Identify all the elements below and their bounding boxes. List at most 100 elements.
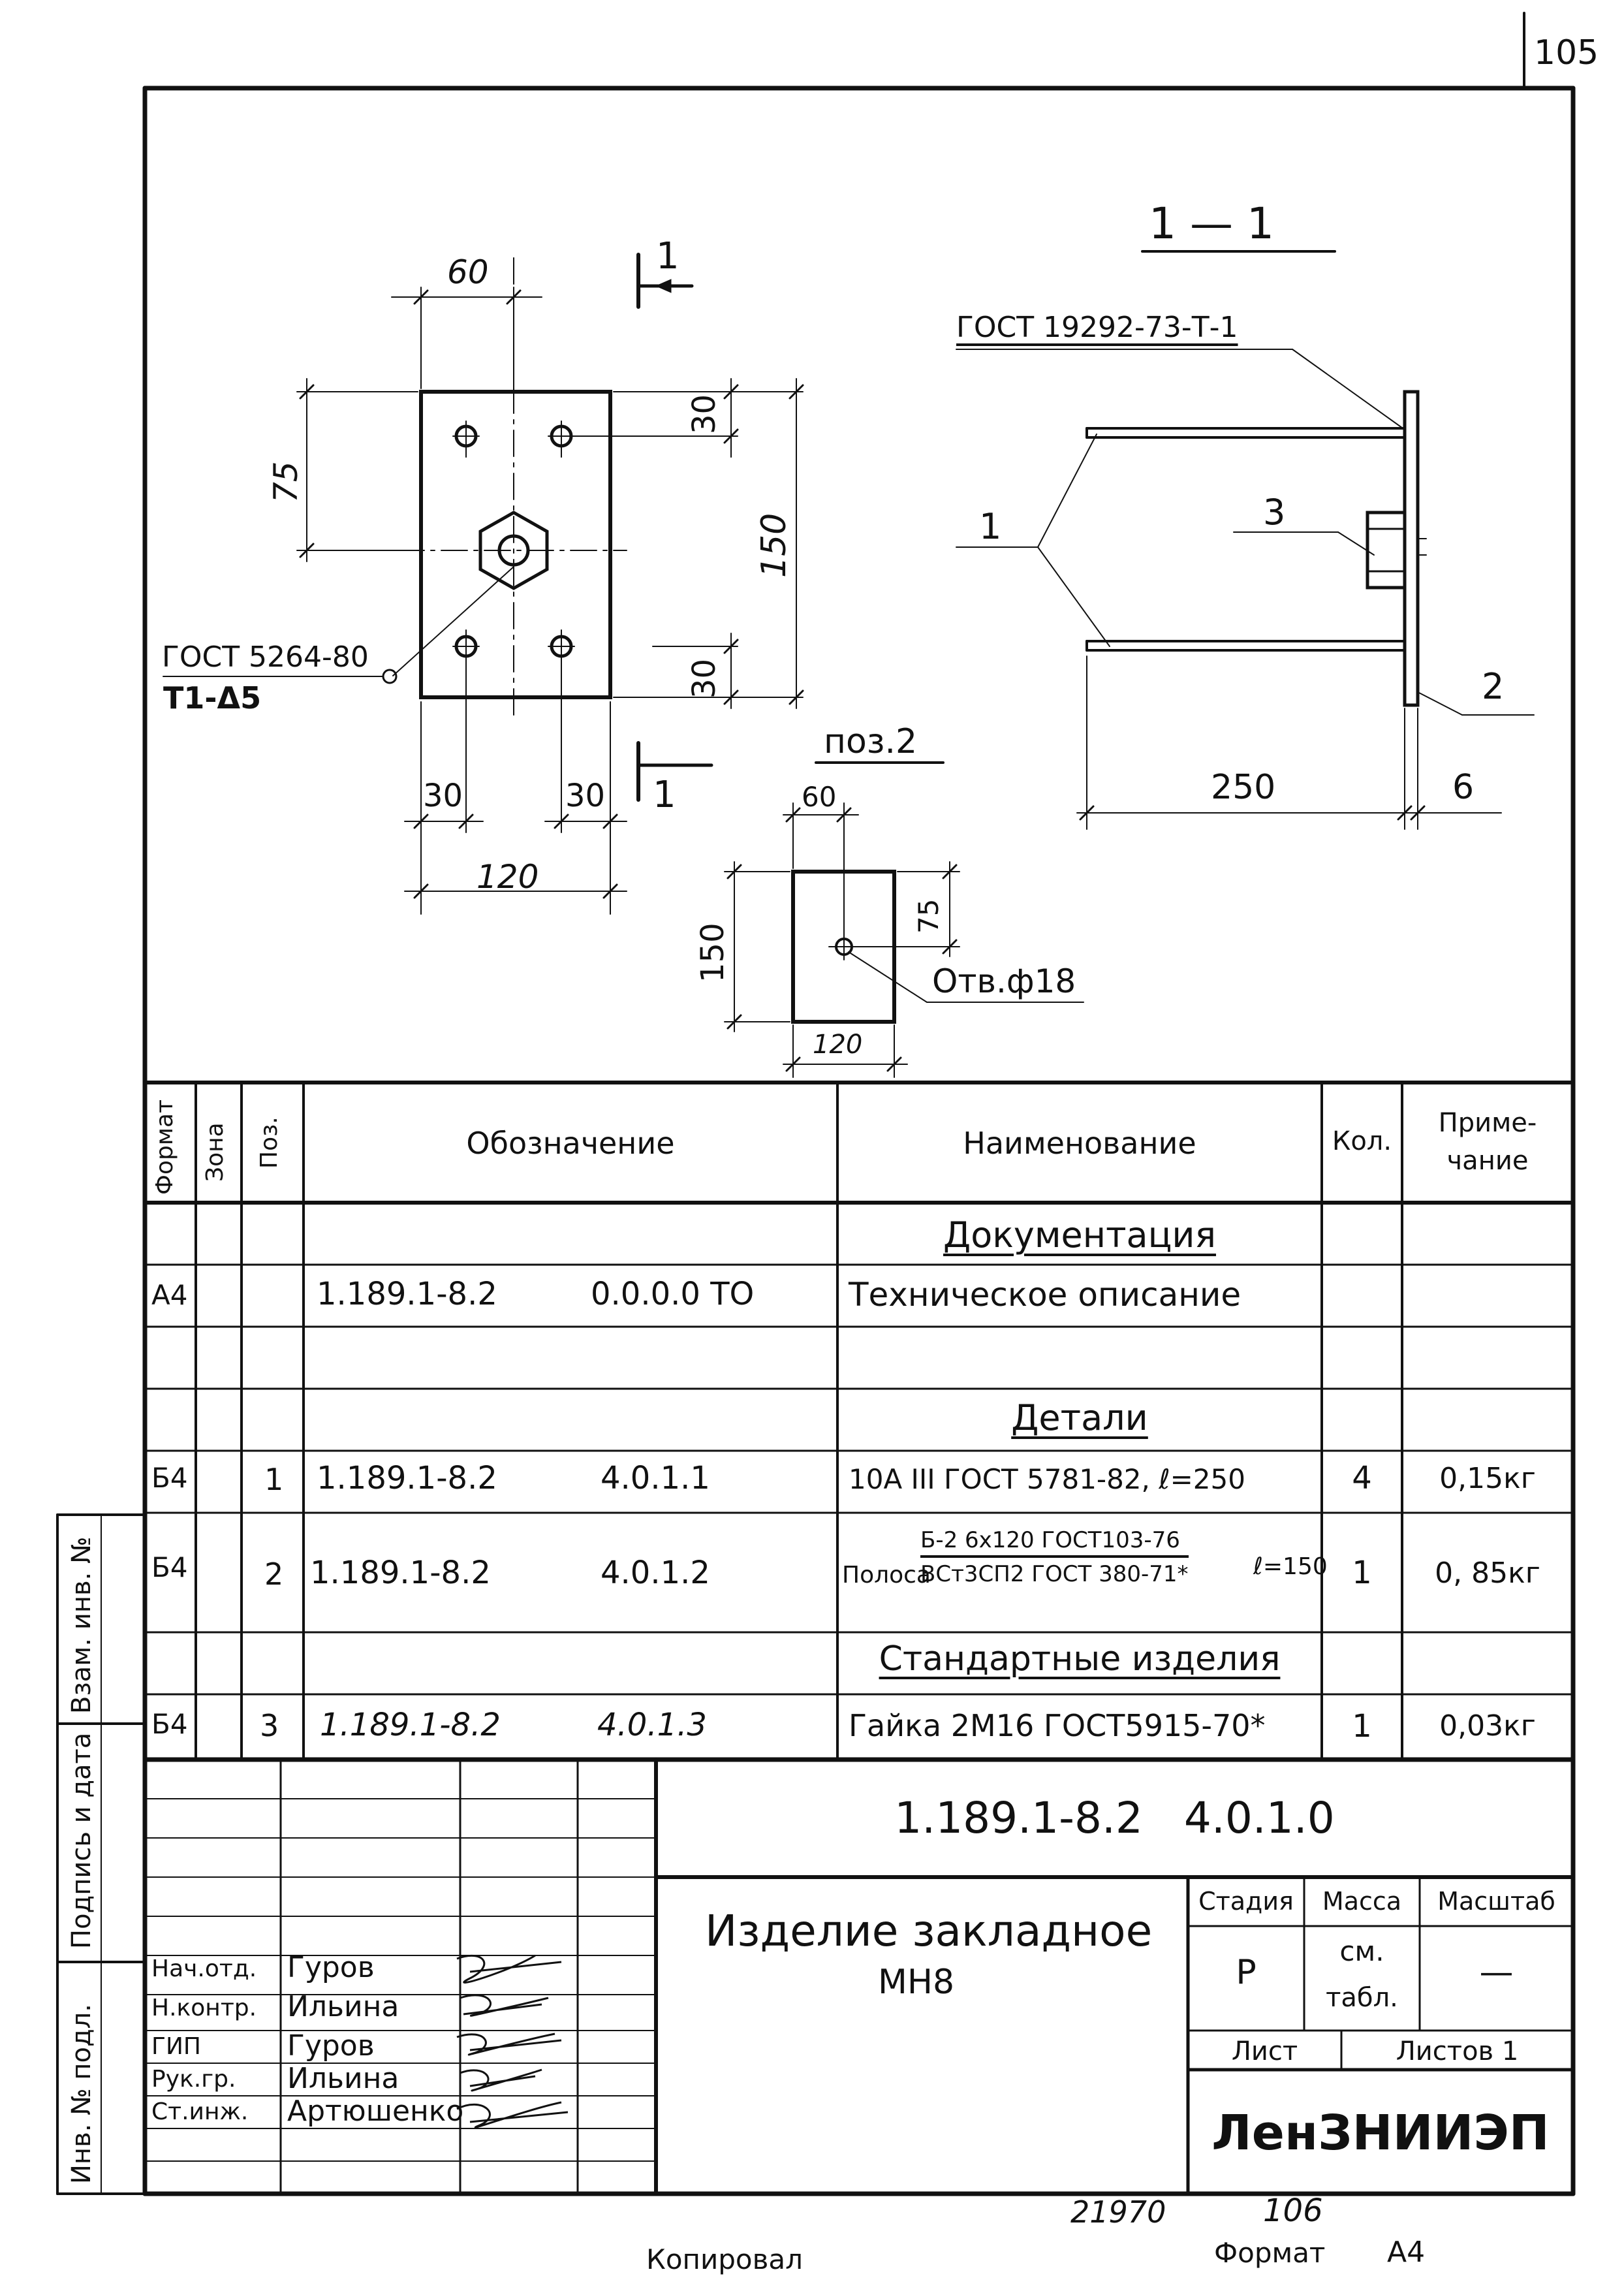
scale-value: — bbox=[1479, 1953, 1514, 1992]
stamp-podpis-data: Подпись и дата bbox=[67, 1732, 97, 1949]
row-doc-designation-b: 0.0.0.0 ТО bbox=[591, 1276, 755, 1312]
sheets-label: Листов 1 bbox=[1396, 2036, 1519, 2066]
dim-length-250: 250 bbox=[1211, 768, 1276, 807]
staff-role-5: Ст.инж. bbox=[151, 2098, 249, 2125]
row1-designation-b: 4.0.1.1 bbox=[601, 1460, 710, 1496]
row1-qty: 4 bbox=[1352, 1460, 1372, 1496]
row3-note: 0,03кг bbox=[1439, 1709, 1536, 1743]
stage-value: Р bbox=[1236, 1953, 1257, 1992]
row2-pos: 2 bbox=[264, 1557, 284, 1592]
mass-label: Масса bbox=[1322, 1887, 1402, 1916]
row2-designation-a: 1.189.1-8.2 bbox=[310, 1555, 491, 1591]
stage-label: Стадия bbox=[1198, 1887, 1294, 1916]
dim-right-30-top: 30 bbox=[686, 394, 723, 434]
dim-top-60: 60 bbox=[447, 253, 489, 291]
staff-role-3: ГИП bbox=[151, 2033, 201, 2060]
hole-note: Отв.ф18 bbox=[932, 962, 1076, 1000]
header-qty: Кол. bbox=[1332, 1126, 1392, 1156]
dim-right-150: 150 bbox=[755, 513, 794, 578]
header-name: Наименование bbox=[963, 1126, 1196, 1161]
dim-bottom-120: 120 bbox=[476, 858, 539, 896]
row1-designation-a: 1.189.1-8.2 bbox=[317, 1460, 497, 1496]
mass-value-line2: табл. bbox=[1326, 1983, 1398, 2013]
row3-designation-b: 4.0.1.3 bbox=[597, 1707, 707, 1743]
section-documentation: Документация bbox=[943, 1214, 1216, 1256]
row1-pos: 1 bbox=[264, 1462, 284, 1497]
row2-name-fraction: Б-2 6х120 ГОСТ103-76 ВСт3СП2 ГОСТ 380-71… bbox=[920, 1529, 1189, 1585]
section-standard-items: Стандартные изделия bbox=[879, 1639, 1281, 1679]
row2-designation-b: 4.0.1.2 bbox=[601, 1555, 710, 1591]
scale-label: Масштаб bbox=[1437, 1887, 1555, 1916]
staff-role-2: Н.контр. bbox=[151, 1995, 257, 2021]
header-note-line1: Приме- bbox=[1438, 1108, 1537, 1138]
row2-name-top: Б-2 6х120 ГОСТ103-76 bbox=[920, 1529, 1189, 1558]
row-doc-name: Техническое описание bbox=[849, 1276, 1241, 1314]
dim-detail-75: 75 bbox=[913, 898, 945, 934]
dim-bottom-30-right: 30 bbox=[565, 778, 606, 814]
header-format: Формат bbox=[151, 1099, 178, 1195]
weld-ref-line2: Т1-Δ5 bbox=[163, 680, 262, 716]
staff-name-3: Гуров bbox=[287, 2029, 375, 2063]
organization: ЛенЗНИИЭП bbox=[1211, 2105, 1550, 2161]
header-note-line2: чание bbox=[1446, 1146, 1529, 1176]
product-title: Изделие закладное bbox=[705, 1906, 1153, 1956]
detail-title: поз.2 bbox=[824, 722, 918, 761]
row2-format: Б4 bbox=[151, 1551, 188, 1583]
footer-copied: Копировал bbox=[646, 2243, 803, 2275]
footer-format-value: А4 bbox=[1387, 2236, 1426, 2269]
row3-name: Гайка 2М16 ГОСТ5915-70* bbox=[849, 1708, 1266, 1743]
header-pos: Поз. bbox=[256, 1116, 283, 1169]
mass-value-line1: см. bbox=[1339, 1935, 1384, 1967]
dim-right-30-bottom: 30 bbox=[686, 658, 723, 699]
sheet-label: Лист bbox=[1231, 2036, 1298, 2066]
row3-designation-a: 1.189.1-8.2 bbox=[320, 1707, 501, 1743]
row2-name-suffix: ℓ=150 bbox=[1253, 1553, 1328, 1580]
staff-name-5: Артюшенко bbox=[287, 2095, 464, 2128]
footer-format-label: Формат bbox=[1214, 2237, 1326, 2269]
weld-ref-line1: ГОСТ 5264-80 bbox=[162, 640, 369, 674]
row2-name-bottom: ВСт3СП2 ГОСТ 380-71* bbox=[920, 1561, 1189, 1587]
stamp-vzam-inv: Взам. инв. № bbox=[67, 1536, 97, 1714]
staff-role-4: Рук.гр. bbox=[151, 2066, 236, 2093]
row1-format: Б4 bbox=[151, 1462, 188, 1494]
row1-name: 10А III ГОСТ 5781-82, ℓ=250 bbox=[849, 1463, 1245, 1495]
product-code: МН8 bbox=[878, 1963, 955, 2002]
row2-note: 0, 85кг bbox=[1435, 1557, 1540, 1590]
callout-2: 2 bbox=[1482, 666, 1505, 707]
dim-detail-60: 60 bbox=[802, 781, 837, 813]
row3-format: Б4 bbox=[151, 1708, 188, 1740]
cut-mark-bottom: 1 bbox=[653, 774, 676, 816]
cut-mark-top: 1 bbox=[656, 235, 679, 277]
section-weld-gost: ГОСТ 19292-73-Т-1 bbox=[956, 311, 1238, 344]
dim-bottom-30-left: 30 bbox=[423, 778, 463, 814]
signatures bbox=[456, 1954, 569, 2128]
page-number: 105 bbox=[1534, 33, 1599, 72]
header-zone: Зона bbox=[202, 1122, 228, 1182]
dim-left-75: 75 bbox=[267, 461, 305, 503]
row1-note: 0,15кг bbox=[1439, 1462, 1536, 1495]
row3-pos: 3 bbox=[260, 1708, 279, 1743]
callout-1: 1 bbox=[979, 506, 1002, 547]
callout-3: 3 bbox=[1263, 492, 1286, 533]
staff-name-4: Ильина bbox=[287, 2062, 399, 2095]
dim-detail-120: 120 bbox=[813, 1030, 863, 1060]
dim-thickness-6: 6 bbox=[1452, 768, 1475, 807]
staff-name-1: Гуров bbox=[287, 1951, 375, 1984]
row-doc-format: А4 bbox=[151, 1279, 188, 1311]
row2-name-prefix: Полоса bbox=[842, 1562, 931, 1589]
section-title: 1 — 1 bbox=[1149, 198, 1274, 249]
footer-number-left: 21970 bbox=[1070, 2194, 1166, 2230]
staff-name-2: Ильина bbox=[287, 1990, 399, 2023]
footer-number-right: 106 bbox=[1263, 2192, 1323, 2229]
row2-qty: 1 bbox=[1352, 1555, 1372, 1591]
row3-qty: 1 bbox=[1352, 1708, 1372, 1745]
stamp-inv-podl: Инв. № подл. bbox=[67, 2004, 97, 2184]
document-code: 1.189.1-8.2 4.0.1.0 bbox=[894, 1793, 1335, 1843]
header-designation: Обозначение bbox=[466, 1126, 675, 1161]
section-details: Детали bbox=[1011, 1397, 1148, 1438]
row-doc-designation-a: 1.189.1-8.2 bbox=[317, 1276, 497, 1312]
staff-role-1: Нач.отд. bbox=[151, 1955, 257, 1982]
dim-detail-150: 150 bbox=[695, 923, 731, 983]
